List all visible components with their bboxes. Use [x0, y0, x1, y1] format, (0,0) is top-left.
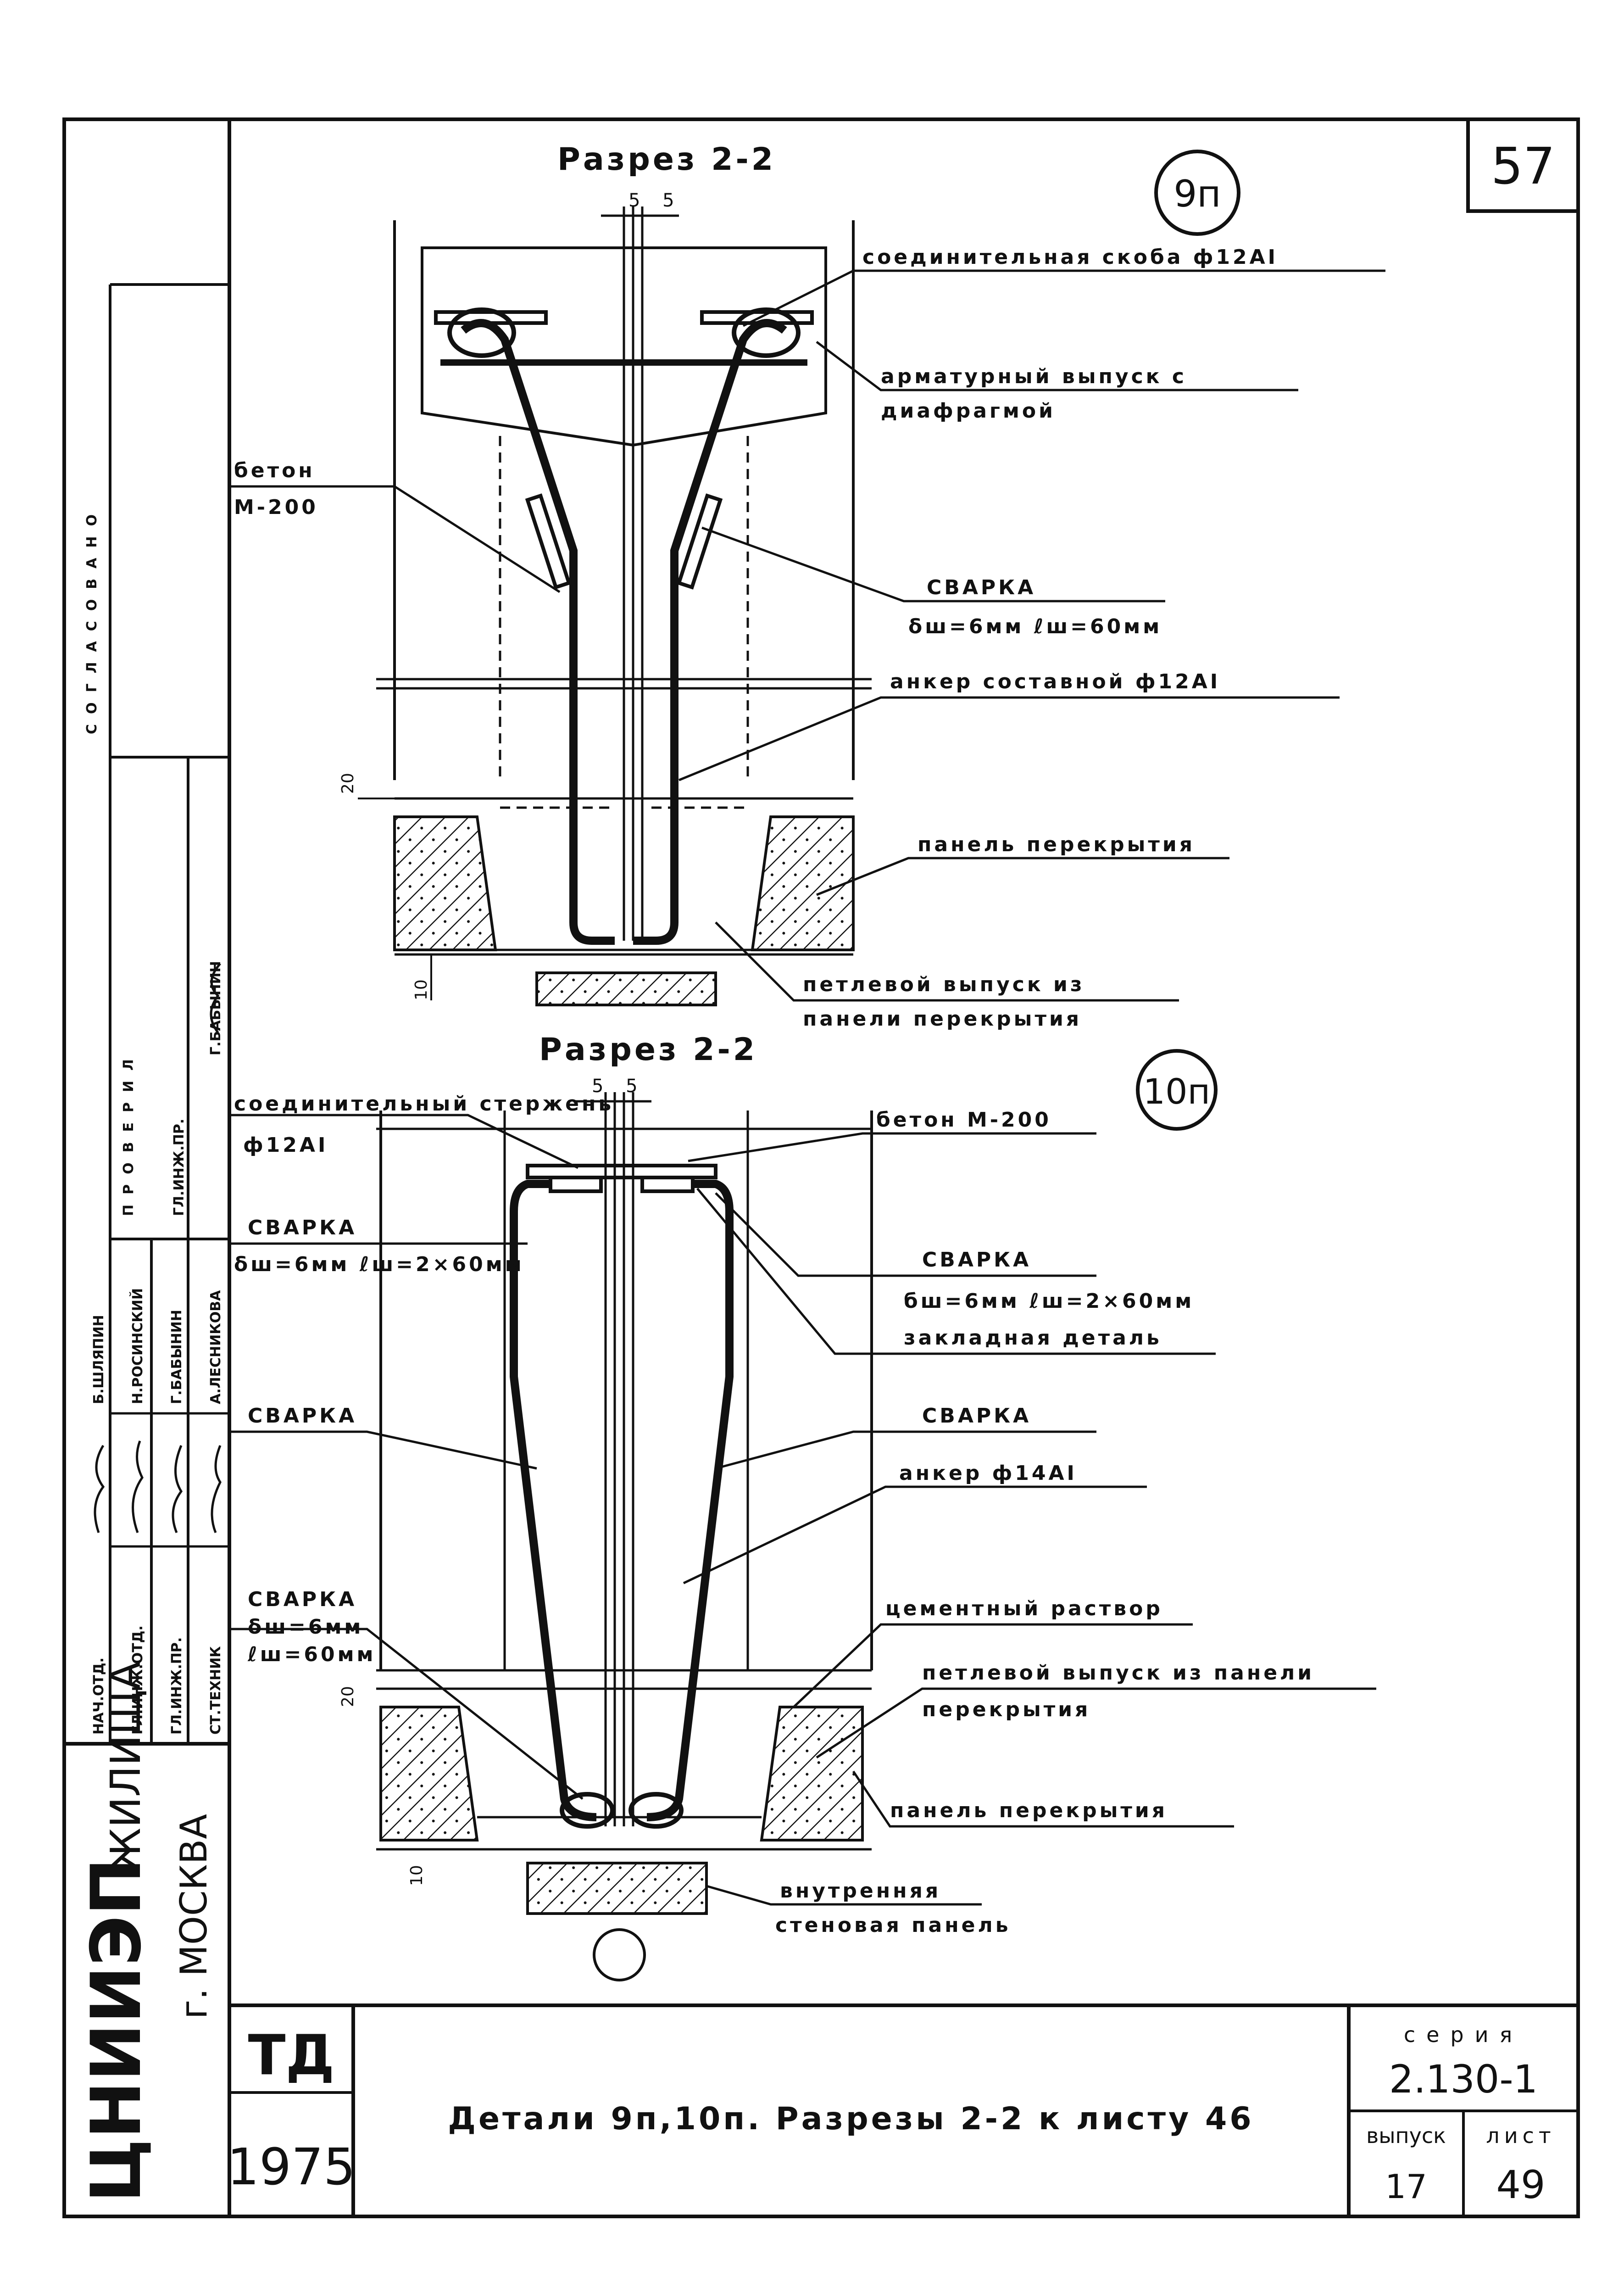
label-weld-9p-2: δш=6мм ℓш=60мм	[908, 615, 1162, 638]
label-weld-10p-l: СВАРКА	[248, 1404, 357, 1428]
label-weld-10p-bl3: ℓш=60мм	[247, 1643, 376, 1666]
slab-right-9p	[751, 815, 855, 951]
series-label: серия	[1404, 2022, 1523, 2047]
staff-name-1: Б.ШЛЯПИН	[91, 1315, 107, 1404]
signature-3	[172, 1445, 183, 1533]
staff-name-4: А.ЛЕСНИКОВА	[208, 1290, 224, 1404]
label-weld-10p-bl2: δш=6мм	[248, 1615, 363, 1639]
wall-panel-10p	[526, 1862, 708, 1915]
staff-role-3: ГЛ.ИНЖ.ПР.	[169, 1637, 185, 1735]
label-loop-9p-1: петлевой выпуск из	[803, 973, 1085, 996]
detail-10p-heading: Разрез 2-2	[539, 1032, 757, 1068]
detail-9p-dim-top: 5 5	[628, 190, 683, 211]
page-number: 57	[1491, 137, 1555, 195]
label-weld-10p-tl2: δш=6мм ℓш=2×60мм	[234, 1253, 524, 1276]
dim-10-9p: 10	[412, 979, 431, 1000]
label-release-9p-2: диафрагмой	[881, 399, 1056, 423]
embedded-plate	[526, 1164, 717, 1179]
dim-20-10p: 20	[339, 1686, 357, 1707]
diaphragm-block	[421, 246, 827, 447]
series-value: 2.130-1	[1389, 2057, 1538, 2102]
staff-role-4: СТ.ТЕХНИК	[208, 1646, 224, 1735]
signature-2	[132, 1440, 144, 1533]
checked-stamp: ПРОВЕРИЛ	[121, 1049, 137, 1216]
detail-9p-badge	[1154, 150, 1240, 236]
signature-4	[211, 1445, 222, 1533]
label-weld-10p-tl1: СВАРКА	[248, 1216, 357, 1239]
sheet-value: 49	[1496, 2162, 1546, 2207]
slab-left-10p	[379, 1706, 479, 1842]
label-loop-10p-1: петлевой выпуск из панели	[922, 1661, 1314, 1685]
label-weld-10p-r1: СВАРКА	[922, 1248, 1031, 1272]
outer-frame	[62, 117, 1580, 2218]
label-weld-9p-1: СВАРКА	[927, 576, 1036, 599]
checked-name: Г.БАБЫНИН	[208, 961, 224, 1055]
year: 1975	[227, 2137, 356, 2196]
org-name-2: ЖИЛИЩА	[102, 1662, 150, 1872]
label-slab-10p: панель перекрытия	[890, 1799, 1168, 1822]
label-mortar-10p: цементный раствор	[885, 1597, 1163, 1620]
label-loop-9p-2: панели перекрытия	[803, 1007, 1082, 1031]
label-wall-10p-1: внутренняя	[780, 1879, 941, 1903]
org-name: ЦНИИЭП	[77, 1858, 156, 2203]
dim-20-9p: 20	[339, 773, 357, 794]
slab-right-10p	[760, 1706, 864, 1842]
label-anchor-10p: анкер ф14АI	[899, 1462, 1077, 1485]
staff-name-2: Н.РОСИНСКИЙ	[129, 1288, 146, 1404]
staff-role-2: ГЛ.ИНЖ.ОТД.	[130, 1625, 146, 1735]
sheet-title: Детали 9п,10п. Разрезы 2-2 к листу 46	[448, 2101, 1254, 2137]
sheet-label: лист	[1486, 2123, 1555, 2148]
label-release-9p-1: арматурный выпуск с	[881, 365, 1187, 388]
label-concrete-9p-1: бетон	[234, 459, 315, 482]
page-number-box	[1466, 117, 1580, 213]
label-weld-10p-bl1: СВАРКА	[248, 1588, 357, 1611]
dim-10-10p: 10	[407, 1865, 426, 1886]
approval-stamp: СОГЛАСОВАНО	[84, 504, 100, 734]
staff-role-1: НАЧ.ОТД.	[91, 1657, 107, 1735]
org-city: г. МОСКВА	[172, 1814, 215, 2019]
slab-left-9p	[393, 815, 497, 951]
label-weld-10p-r: СВАРКА	[922, 1404, 1031, 1428]
label-connector-9p: соединительная скоба ф12АI	[862, 246, 1278, 269]
label-embedded-10p: закладная деталь	[904, 1326, 1162, 1350]
label-slab-9p: панель перекрытия	[918, 833, 1195, 856]
anchor-left-10p	[510, 1180, 597, 1821]
checked-role: ГЛ.ИНЖ.ПР.	[171, 1119, 187, 1216]
td-mark: ТД	[248, 2024, 335, 2087]
staff-name-3: Г.БАБЫНИН	[169, 1310, 185, 1404]
signature-1	[94, 1445, 105, 1533]
label-rod-10p-2: ф12АI	[243, 1133, 328, 1157]
label-concrete-10p: бетон М-200	[876, 1108, 1051, 1132]
detail-9p-heading: Разрез 2-2	[557, 141, 776, 178]
detail-10p-badge	[1136, 1049, 1218, 1131]
label-weld-10p-r2: бш=6мм ℓш=2×60мм	[904, 1289, 1194, 1313]
detail-10p: Разрез 2-2 10п 5 5 20 1	[229, 1032, 1376, 1981]
issue-label: выпуск	[1366, 2123, 1446, 2148]
wall-panel-9p	[535, 971, 717, 1006]
detail-9p-badge-label: 9п	[1174, 173, 1221, 215]
issue-value: 17	[1385, 2167, 1427, 2206]
label-anchor-9p: анкер составной ф12АI	[890, 670, 1220, 693]
anchor-left-9p	[461, 319, 615, 945]
detail-9p: Разрез 2-2 9п 5 5	[229, 141, 1385, 1031]
label-loop-10p-2: перекрытия	[922, 1698, 1090, 1721]
detail-10p-badge-label: 10п	[1143, 1071, 1210, 1112]
anchor-right-10p	[646, 1180, 734, 1821]
label-concrete-9p-2: М-200	[234, 496, 318, 519]
label-rod-10p-1: соединительный стержень	[234, 1092, 614, 1116]
wall-panel-circle	[593, 1928, 646, 1981]
anchor-right-9p	[633, 319, 787, 945]
label-wall-10p-2: стеновая панель	[775, 1914, 1011, 1937]
signature-checked	[210, 963, 221, 1033]
